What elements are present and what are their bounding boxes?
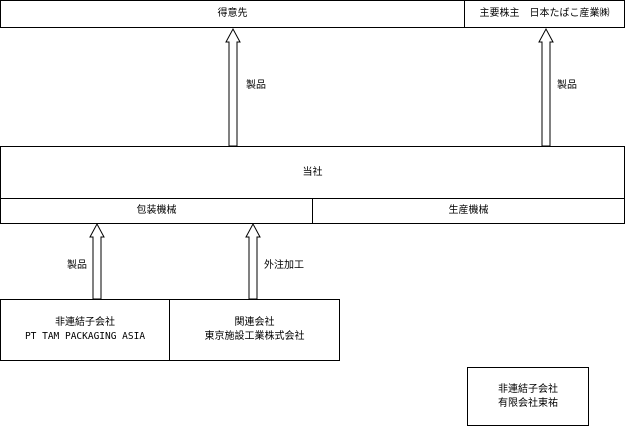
flow-label-products-shareholder: 製品 (557, 80, 577, 91)
major-shareholder-label: 主要株主 日本たばこ産業㈱ (479, 8, 610, 19)
arrow-up-icon (89, 222, 105, 300)
flow-label-products-customers: 製品 (246, 80, 266, 91)
customers-label: 得意先 (217, 8, 248, 19)
pt-tam-box: 非連結子会社 PT TAM PACKAGING ASIA (0, 299, 170, 361)
pt-tam-type: 非連結子会社 (55, 317, 115, 328)
production-machinery-box: 生産機械 (312, 198, 625, 224)
customers-box: 得意先 (0, 0, 465, 28)
tokyo-shisetsu-type: 関連会社 (234, 317, 275, 328)
major-shareholder-box: 主要株主 日本たばこ産業㈱ (464, 0, 625, 28)
tokyo-shisetsu-box: 関連会社 東京施設工業株式会社 (169, 299, 340, 361)
packaging-machinery-label: 包装機械 (136, 205, 177, 216)
touyuu-name: 有限会社東祐 (498, 397, 558, 409)
company-label: 当社 (302, 166, 323, 178)
flow-label-products-pt-tam: 製品 (67, 260, 87, 271)
company-box: 当社 (0, 146, 625, 199)
touyuu-type: 非連結子会社 (498, 383, 558, 395)
tokyo-shisetsu-name: 東京施設工業株式会社 (204, 331, 305, 342)
pt-tam-name: PT TAM PACKAGING ASIA (24, 331, 146, 342)
touyuu-box: 非連結子会社 有限会社東祐 (467, 367, 589, 426)
arrow-up-icon (245, 222, 261, 300)
arrow-up-icon (538, 27, 554, 147)
flow-label-outsourced-processing: 外注加工 (264, 260, 304, 271)
arrow-up-icon (225, 27, 241, 147)
production-machinery-label: 生産機械 (448, 205, 489, 216)
